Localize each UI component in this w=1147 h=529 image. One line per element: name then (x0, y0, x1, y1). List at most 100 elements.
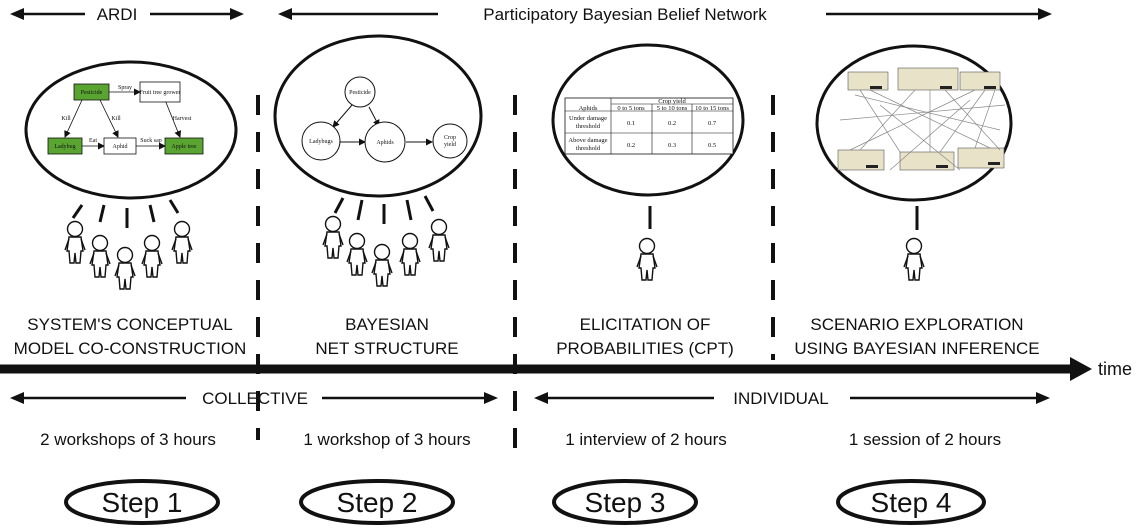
step1-participants (64, 220, 193, 290)
pbbn-label: Participatory Bayesian Belief Network (483, 5, 767, 24)
arrowhead-left-icon (534, 392, 548, 404)
node-label: Aphid (113, 144, 128, 150)
step-dividers (256, 95, 775, 452)
node-ladybug (47, 137, 83, 155)
step1-duration: 2 workshops of 3 hours (40, 430, 216, 449)
scenario-bubble (815, 44, 1013, 202)
node-apple-tree (164, 137, 204, 155)
arrowhead-left-icon (10, 392, 24, 404)
network-screenshot-icon (837, 67, 1006, 171)
node-label: Pesticide (349, 90, 371, 96)
arrowhead-right-icon (230, 8, 244, 20)
person-icon (371, 243, 393, 287)
individual-phase: INDIVIDUAL (534, 389, 1050, 408)
person-icon (141, 234, 163, 278)
node-label: Ladybugs (309, 139, 333, 145)
concept-model-bubble: Spray Kill Kill Eat Suck sap Harvest Pes… (24, 60, 238, 200)
arrowhead-right-icon (1070, 357, 1092, 381)
person-icon (89, 234, 111, 278)
step2-title-line1: BAYESIAN (345, 315, 429, 334)
step3-label: Step 3 (585, 487, 666, 518)
step3-duration: 1 interview of 2 hours (565, 430, 727, 449)
edge-label: Suck sap (140, 138, 162, 144)
step4-title-line2: USING BAYESIAN INFERENCE (794, 339, 1039, 358)
person-icon (428, 218, 450, 262)
cpt-cell: 0.7 (708, 120, 717, 127)
edge-label: Kill (61, 116, 71, 122)
node-aphids (364, 121, 406, 163)
pbbn-header: Participatory Bayesian Belief Network (278, 5, 1052, 24)
ardi-label: ARDI (97, 5, 138, 24)
edge-label: Kill (111, 116, 121, 122)
cpt-row-label: Under damage (569, 115, 607, 122)
cpt-bubble: Crop yield Aphids 0 to 5 tons 5 to 10 to… (551, 43, 745, 197)
cpt-cell: 0.2 (627, 142, 635, 149)
node-crop-yield (432, 123, 468, 159)
step4-label: Step 4 (871, 487, 952, 518)
person-icon (636, 237, 658, 281)
step3-badge: Step 3 (552, 479, 698, 525)
step2-title-line2: NET STRUCTURE (315, 339, 458, 358)
step1-label: Step 1 (102, 487, 183, 518)
node-label: Ladybug (54, 144, 75, 150)
cpt-col-header: 10 to 15 tons (695, 105, 729, 112)
cpt-cell: 0.2 (668, 120, 676, 127)
collective-phase: COLLECTIVE (10, 389, 498, 408)
node-label: Pesticide (81, 90, 103, 96)
person-icon (399, 232, 421, 276)
node-label: Aphids (376, 140, 394, 146)
bayes-net-bubble: Pesticide Ladybugs Aphids Crop yield (273, 34, 483, 198)
step1-connectors (71, 199, 180, 228)
person-icon (64, 220, 86, 264)
node-label: Crop (444, 135, 456, 141)
time-axis: time (0, 357, 1132, 381)
step3-title-line1: ELICITATION OF (580, 315, 711, 334)
node-ladybugs (301, 121, 341, 161)
step1-badge: Step 1 (64, 479, 220, 525)
cpt-table: Crop yield Aphids 0 to 5 tons 5 to 10 to… (564, 97, 734, 155)
step1-title-line1: SYSTEM'S CONCEPTUAL (27, 315, 232, 334)
person-icon (903, 237, 925, 281)
person-icon (322, 215, 344, 259)
cpt-row-label: threshold (576, 123, 601, 130)
step2-duration: 1 workshop of 3 hours (303, 430, 470, 449)
step4-badge: Step 4 (836, 479, 986, 525)
edge-label: Eat (89, 138, 97, 144)
step1-title-line2: MODEL CO-CONSTRUCTION (14, 339, 247, 358)
edge-label: Spray (118, 85, 132, 91)
node-label: Apple tree (171, 144, 196, 150)
step4-title-line1: SCENARIO EXPLORATION (810, 315, 1023, 334)
cpt-col-header: Aphids (579, 105, 598, 112)
cpt-row-label: Above damage (568, 137, 607, 144)
arrowhead-right-icon (484, 392, 498, 404)
cpt-row-label: threshold (576, 145, 601, 152)
edge-label: Harvest (173, 116, 192, 122)
step3-title-line2: PROBABILITIES (CPT) (556, 339, 734, 358)
node-pesticide (344, 76, 376, 108)
cpt-col-header: 0 to 5 tons (617, 105, 645, 112)
cpt-cell: 0.1 (627, 120, 635, 127)
person-icon (171, 220, 193, 264)
collective-label: COLLECTIVE (202, 389, 308, 408)
time-label: time (1098, 359, 1132, 379)
step2-label: Step 2 (337, 487, 418, 518)
node-aphid (103, 137, 137, 155)
cpt-group-header: Crop yield (658, 98, 686, 105)
cpt-col-header: 5 to 10 tons (657, 105, 688, 112)
node-label: Fruit tree grower (140, 90, 181, 96)
ardi-header: ARDI (10, 5, 244, 24)
step2-connectors (333, 195, 435, 224)
arrowhead-right-icon (1036, 392, 1050, 404)
step2-badge: Step 2 (299, 479, 455, 525)
individual-label: INDIVIDUAL (733, 389, 828, 408)
arrowhead-right-icon (1038, 8, 1052, 20)
arrowhead-left-icon (278, 8, 292, 20)
cpt-cell: 0.5 (708, 142, 716, 149)
person-icon (346, 232, 368, 276)
node-label: yield (444, 142, 456, 148)
step4-duration: 1 session of 2 hours (849, 430, 1001, 449)
cpt-cell: 0.3 (668, 142, 676, 149)
node-fruit-tree-grower (139, 81, 181, 103)
node-pesticide (73, 83, 110, 101)
